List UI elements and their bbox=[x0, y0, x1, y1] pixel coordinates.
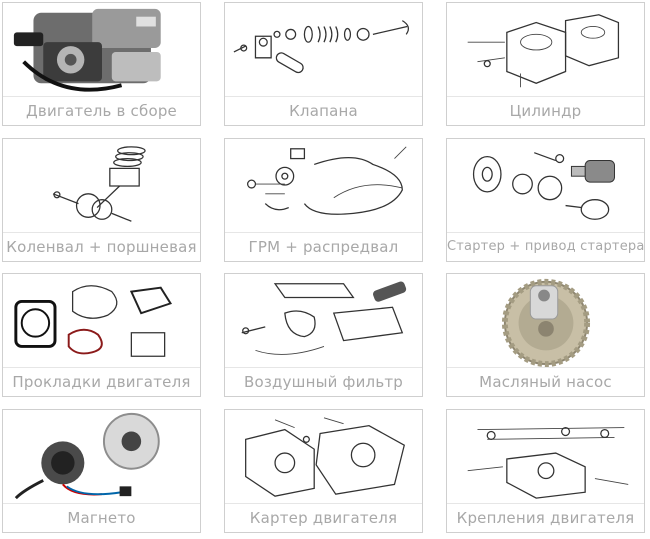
category-label: Коленвал + поршневая bbox=[3, 232, 200, 261]
engine-gaskets-diagram-icon bbox=[3, 274, 200, 367]
oil-pump-photo-icon bbox=[447, 274, 644, 367]
air-filter-diagram-icon bbox=[225, 274, 422, 367]
category-tile-engine-gaskets[interactable]: Прокладки двигателя bbox=[2, 273, 201, 397]
category-tile-cylinder[interactable]: Цилиндр bbox=[446, 2, 645, 126]
category-label: Магнето bbox=[3, 503, 200, 532]
crankcase-diagram-icon bbox=[225, 410, 422, 503]
category-label: Воздушный фильтр bbox=[225, 367, 422, 396]
crankshaft-piston-diagram-icon bbox=[3, 139, 200, 232]
category-tile-valves[interactable]: Клапана bbox=[224, 2, 423, 126]
timing-camshaft-diagram-icon bbox=[225, 139, 422, 232]
cylinder-diagram-icon bbox=[447, 3, 644, 96]
category-label: Двигатель в сборе bbox=[3, 96, 200, 125]
category-label: Прокладки двигателя bbox=[3, 367, 200, 396]
engine-assembly-photo-icon bbox=[3, 3, 200, 96]
category-tile-timing-camshaft[interactable]: ГРМ + распредвал bbox=[224, 138, 423, 262]
category-label: Масляный насос bbox=[447, 367, 644, 396]
category-label: ГРМ + распредвал bbox=[225, 232, 422, 261]
category-label: Цилиндр bbox=[447, 96, 644, 125]
valves-diagram-icon bbox=[225, 3, 422, 96]
category-tile-crankcase[interactable]: Картер двигателя bbox=[224, 409, 423, 533]
category-label: Крепления двигателя bbox=[447, 503, 644, 532]
category-tile-crankshaft-piston[interactable]: Коленвал + поршневая bbox=[2, 138, 201, 262]
starter-drive-diagram-icon bbox=[447, 139, 644, 232]
category-label: Картер двигателя bbox=[225, 503, 422, 532]
category-tile-oil-pump[interactable]: Масляный насос bbox=[446, 273, 645, 397]
category-tile-engine-mounts[interactable]: Крепления двигателя bbox=[446, 409, 645, 533]
category-label: Стартер + привод стартера bbox=[447, 232, 644, 261]
category-label: Клапана bbox=[225, 96, 422, 125]
magneto-photo-icon bbox=[3, 410, 200, 503]
category-tile-air-filter[interactable]: Воздушный фильтр bbox=[224, 273, 423, 397]
category-tile-magneto[interactable]: Магнето bbox=[2, 409, 201, 533]
category-tile-starter-drive[interactable]: Стартер + привод стартера bbox=[446, 138, 645, 262]
engine-mounts-diagram-icon bbox=[447, 410, 644, 503]
category-tile-engine-assembly[interactable]: Двигатель в сборе bbox=[2, 2, 201, 126]
